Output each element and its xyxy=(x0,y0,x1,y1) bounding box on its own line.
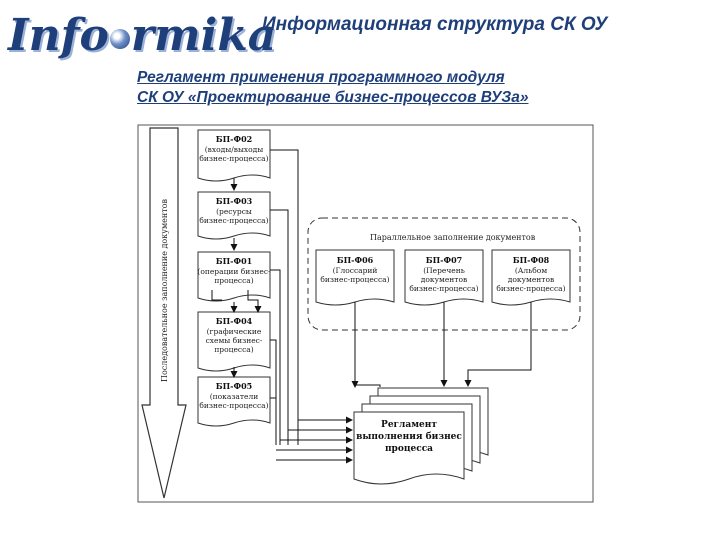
parallel-doc-1-code: БП-Ф06 xyxy=(337,255,374,265)
parallel-doc-1-line-2: бизнес-процесса) xyxy=(320,275,389,284)
arrow-f08-down xyxy=(464,302,532,387)
left-doc-4-line-2: схемы бизнес- xyxy=(206,336,263,345)
line-f01-bus xyxy=(270,269,281,445)
parallel-doc-2-line-3: бизнес-процесса) xyxy=(409,284,478,293)
parallel-doc-3-line-2: документов xyxy=(508,275,554,284)
document-shape xyxy=(404,249,484,306)
connector-lines xyxy=(211,149,532,464)
line-f06-down xyxy=(354,302,381,387)
left-doc-5-line-2: бизнес-процесса) xyxy=(199,401,268,410)
document-shape xyxy=(197,251,271,302)
line-f04-bus xyxy=(270,339,277,445)
parallel-doc-2-line-2: документов xyxy=(421,275,467,284)
document-shape xyxy=(315,249,395,306)
line-f02-bus xyxy=(270,149,299,445)
logo-text-start: Info xyxy=(8,10,109,61)
page-subtitle: Регламент применения программного модуля… xyxy=(137,68,528,108)
parallel-fill-label: Параллельное заполнение документов xyxy=(370,233,536,242)
line-f01-branch-left xyxy=(211,290,222,301)
left-doc-4-line-1: (графические xyxy=(207,327,262,336)
process-regulation-document: Регламент выполнения бизнес процесса xyxy=(353,387,489,485)
sequential-fill-arrow xyxy=(141,127,187,499)
parallel-doc-3-line-1: (Альбом xyxy=(515,266,547,275)
left-doc-1-code: БП-Ф02 xyxy=(216,134,252,144)
page-title: Информационная структура СК ОУ xyxy=(262,14,608,35)
result-line-2: выполнения бизнес xyxy=(356,431,462,442)
result-line-1: Регламент xyxy=(381,420,437,430)
parallel-document-row: БП-Ф06(Глоссарийбизнес-процесса)БП-Ф07(П… xyxy=(315,249,571,306)
left-doc-3-line-2: процесса) xyxy=(214,276,253,285)
doc-бп-ф07: БП-Ф07(Переченьдокументовбизнес-процесса… xyxy=(404,249,484,306)
left-doc-1-line-2: бизнес-процесса) xyxy=(199,154,268,163)
left-document-column: БП-Ф02(входы/выходыбизнес-процесса)БП-Ф0… xyxy=(197,129,271,427)
left-doc-1-line-1: (входы/выходы xyxy=(205,145,264,154)
subtitle-line-2: СК ОУ «Проектирование бизнес-процессов В… xyxy=(137,89,529,106)
left-doc-3-code: БП-Ф01 xyxy=(216,256,252,266)
parallel-doc-3-line-3: бизнес-процесса) xyxy=(496,284,565,293)
document-shape xyxy=(197,191,271,240)
parallel-doc-1-line-1: (Глоссарий xyxy=(333,266,378,275)
result-line-3: процесса xyxy=(385,444,433,454)
globe-icon xyxy=(109,28,130,49)
document-shape xyxy=(197,129,271,182)
left-doc-5-code: БП-Ф05 xyxy=(216,381,252,391)
subtitle-line-1: Регламент применения программного модуля xyxy=(137,69,505,86)
left-doc-2-code: БП-Ф03 xyxy=(216,196,253,206)
sequential-fill-label: Последовательное заполнение документов xyxy=(160,199,169,382)
doc-бп-ф01: БП-Ф01(операции бизнес-процесса) xyxy=(197,251,271,302)
document-shape xyxy=(491,249,571,306)
left-doc-4-line-3: процесса) xyxy=(214,345,253,354)
parallel-doc-2-code: БП-Ф07 xyxy=(426,255,462,265)
left-doc-3-line-1: (операции бизнес- xyxy=(197,267,271,276)
left-doc-2-line-2: бизнес-процесса) xyxy=(199,216,268,225)
parallel-doc-2-line-1: (Перечень xyxy=(423,266,465,275)
arrow-f01-branch xyxy=(247,290,262,313)
diagram-frame xyxy=(137,124,594,503)
document-shape xyxy=(197,376,271,427)
left-doc-5-line-1: (показатели xyxy=(210,392,259,401)
left-doc-4-code: БП-Ф04 xyxy=(216,316,253,326)
line-f03-bus xyxy=(270,209,289,445)
left-doc-2-line-1: (ресурсы xyxy=(216,207,252,216)
parallel-doc-3-code: БП-Ф08 xyxy=(513,255,550,265)
informika-logo: Info rmika xyxy=(8,10,276,61)
logo-text-end: rmika xyxy=(130,10,277,61)
